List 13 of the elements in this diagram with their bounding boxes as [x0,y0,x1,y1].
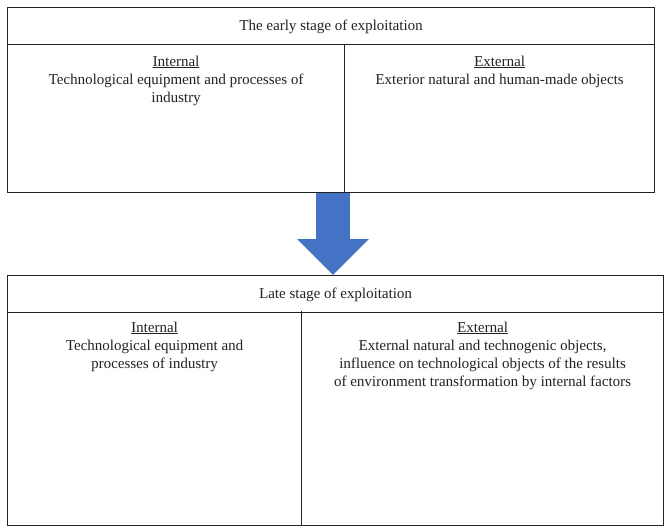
column-heading: External [456,319,509,337]
table-box [7,7,655,193]
column-heading: External [473,53,526,71]
description-text: Technological equipment and processes of industry [64,337,244,373]
description-text: External natural and technogenic objects, influence on technological objects of the results of environment transformation by internal factors [333,337,632,391]
block-arrow [297,193,369,275]
column-heading: Internal [152,53,200,71]
column-heading: Internal [130,319,179,337]
table-header: Late stage of exploitation [8,276,663,313]
table-header: The early stage of exploitation [8,8,654,45]
table-box [7,275,664,526]
description-text: Technological equipment and processes of industry [48,71,304,107]
description-text: Exterior natural and human-made objects [375,71,624,89]
